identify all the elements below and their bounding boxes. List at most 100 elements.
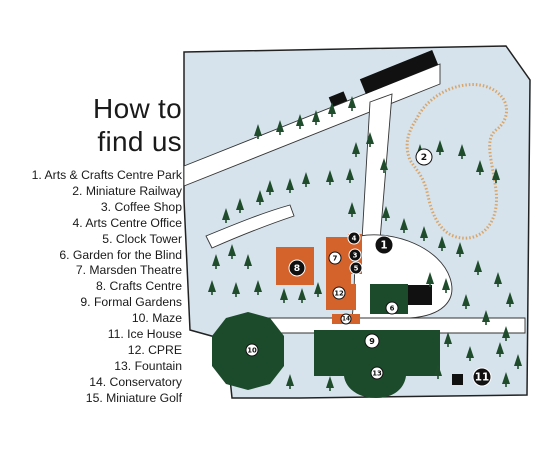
tree-icon (222, 208, 230, 220)
tree-trunk (465, 306, 467, 309)
dark-buildings (328, 49, 463, 385)
tree-trunk (495, 180, 497, 183)
title-line-1: How to (93, 93, 182, 124)
tree-trunk (497, 284, 499, 287)
tree-icon (254, 124, 262, 136)
legend-item-1: 1. Arts & Crafts Centre Park (31, 168, 182, 182)
tree-trunk (447, 344, 449, 347)
tree-icon (436, 140, 444, 152)
tree-trunk (505, 384, 507, 387)
tree-trunk (299, 126, 301, 129)
tree-trunk (215, 266, 217, 269)
marker-circle (472, 367, 492, 387)
tree-trunk (247, 266, 249, 269)
building-east (408, 285, 432, 305)
map-marker-12: 12 (332, 286, 346, 300)
tree-icon (328, 102, 336, 114)
building-small-north (328, 91, 348, 107)
marker-number: 11 (475, 372, 489, 384)
marker-circle (348, 248, 362, 262)
tree-trunk (505, 338, 507, 341)
marker-number: 8 (294, 263, 300, 274)
tree-icon (312, 110, 320, 122)
marker-circle (415, 148, 433, 166)
tree-trunk (369, 144, 371, 147)
map-marker-9: 9 (364, 333, 380, 349)
marker-number: 3 (353, 252, 358, 260)
marker-number: 1 (380, 240, 387, 252)
formal-gardens (314, 330, 440, 398)
tree-icon (462, 294, 470, 306)
tree-trunk (231, 256, 233, 259)
map-marker-14: 14 (340, 313, 352, 325)
tree-trunk (305, 184, 307, 187)
tree-trunk (485, 322, 487, 325)
tree-icon (256, 190, 264, 202)
tree-icon (476, 160, 484, 172)
legend-item-5: 5. Clock Tower (102, 231, 182, 246)
marker-circle (288, 259, 306, 277)
tree-trunk (437, 376, 439, 379)
tree-icon (482, 310, 490, 322)
legend-title: How to find us (0, 92, 182, 158)
tree-icon (502, 372, 510, 384)
tree-trunk (439, 152, 441, 155)
tree-trunk (351, 214, 353, 217)
marker-number: 6 (390, 305, 395, 313)
ice-house-building (452, 374, 463, 385)
tree-icon (348, 96, 356, 108)
tree-trunk (445, 290, 447, 293)
tree-icon (492, 168, 500, 180)
map-marker-11: 11 (472, 367, 492, 387)
marker-circle (340, 313, 352, 325)
tree-icon (474, 260, 482, 272)
tree-trunk (477, 272, 479, 275)
title-line-2: find us (97, 126, 182, 157)
legend-item-13: 13. Fountain (114, 358, 182, 373)
tree-trunk (479, 172, 481, 175)
tree-icon (496, 342, 504, 354)
tree-trunk (349, 180, 351, 183)
legend-item-14: 14. Conservatory (89, 374, 182, 389)
tree-trunk (461, 156, 463, 159)
map-marker-4: 4 (347, 231, 361, 245)
tree-trunk (459, 254, 461, 257)
legend-item-15: 15. Miniature Golf (85, 390, 182, 405)
marker-number: 10 (247, 347, 257, 355)
tree-icon (382, 206, 390, 218)
tree-icon (296, 114, 304, 126)
marker-circle (349, 261, 363, 275)
roads (183, 63, 526, 334)
building-north (359, 49, 439, 95)
map-marker-6: 6 (385, 301, 399, 315)
marker-circle (374, 235, 394, 255)
trees (208, 96, 522, 391)
tree-icon (254, 280, 262, 292)
tree-trunk (329, 388, 331, 391)
marker-number: 12 (334, 290, 344, 298)
legend-item-12: 12. CPRE (127, 342, 182, 357)
main-road (183, 63, 441, 187)
map-marker-3: 3 (348, 248, 362, 262)
tree-trunk (315, 122, 317, 125)
tree-icon (298, 288, 306, 300)
marker-number: 2 (421, 152, 427, 163)
marker-circle (332, 286, 346, 300)
tree-icon (236, 198, 244, 210)
tree-trunk (269, 192, 271, 195)
tree-trunk (383, 170, 385, 173)
tree-trunk (429, 284, 431, 287)
tree-icon (352, 142, 360, 154)
tree-icon (326, 376, 334, 388)
marker-circle (370, 366, 384, 380)
legend-item-4: 4. Arts Centre Office (72, 215, 182, 230)
legend-item-11: 11. Ice House (107, 327, 182, 342)
marker-number: 9 (369, 337, 375, 346)
tree-icon (228, 244, 236, 256)
legend-item-7: 7. Marsden Theatre (75, 263, 182, 278)
tree-trunk (317, 294, 319, 297)
map-marker-13: 13 (370, 366, 384, 380)
tree-icon (314, 282, 322, 294)
legend-item-3: 3. Coffee Shop (100, 199, 182, 214)
